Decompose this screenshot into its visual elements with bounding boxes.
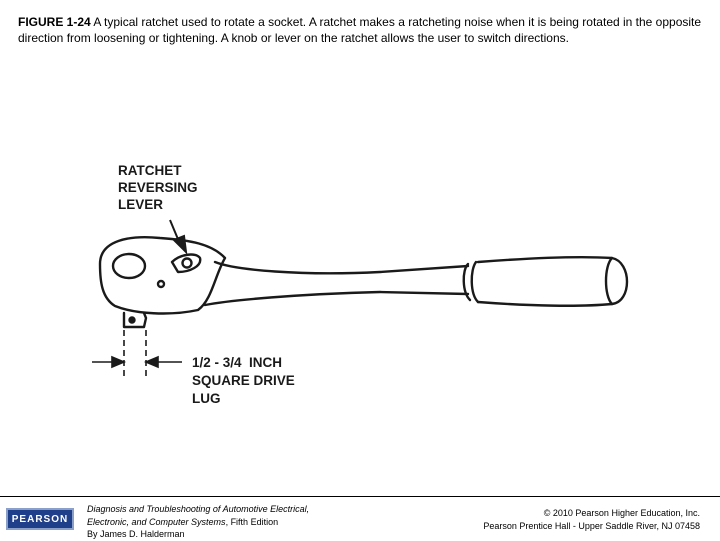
book-edition: , Fifth Edition: [225, 516, 279, 527]
handle-grip: [476, 256, 629, 307]
lever-callout-line-2: REVERSING: [118, 180, 198, 195]
publisher-line: Pearson Prentice Hall - Upper Saddle Riv…: [483, 520, 700, 531]
pearson-logo: PEARSON: [6, 508, 74, 530]
ratchet-shaft: [213, 260, 470, 275]
footer-divider: [0, 496, 720, 497]
book-title-line-1: Diagnosis and Troubleshooting of Automot…: [87, 504, 310, 514]
lever-callout-line-3: LEVER: [118, 197, 163, 212]
reversing-lever: [170, 253, 202, 274]
lug-callout-line-1: 1/2 - 3/4 INCH: [192, 355, 282, 370]
lever-callout-line-1: RATCHET: [118, 163, 182, 178]
publisher-info: © 2010 Pearson Higher Education, Inc. Pe…: [400, 507, 700, 532]
ratchet-head: [98, 236, 227, 315]
figure-caption: FIGURE 1-24 A typical ratchet used to ro…: [18, 14, 708, 46]
book-citation: Diagnosis and Troubleshooting of Automot…: [87, 503, 417, 541]
book-author: By James D. Halderman: [87, 529, 185, 539]
lug-callout-line-3: LUG: [192, 391, 221, 406]
handle-collar: [462, 260, 480, 304]
caption-text: A typical ratchet used to rotate a socke…: [18, 15, 702, 45]
figure-label: FIGURE 1-24: [18, 15, 91, 29]
lug-callout-line-2: SQUARE DRIVE: [192, 373, 295, 388]
book-title-line-2: Electronic, and Computer Systems: [87, 516, 226, 527]
socket-hole: [111, 252, 147, 280]
drive-lug: [122, 311, 148, 329]
copyright-line: © 2010 Pearson Higher Education, Inc.: [543, 508, 700, 518]
